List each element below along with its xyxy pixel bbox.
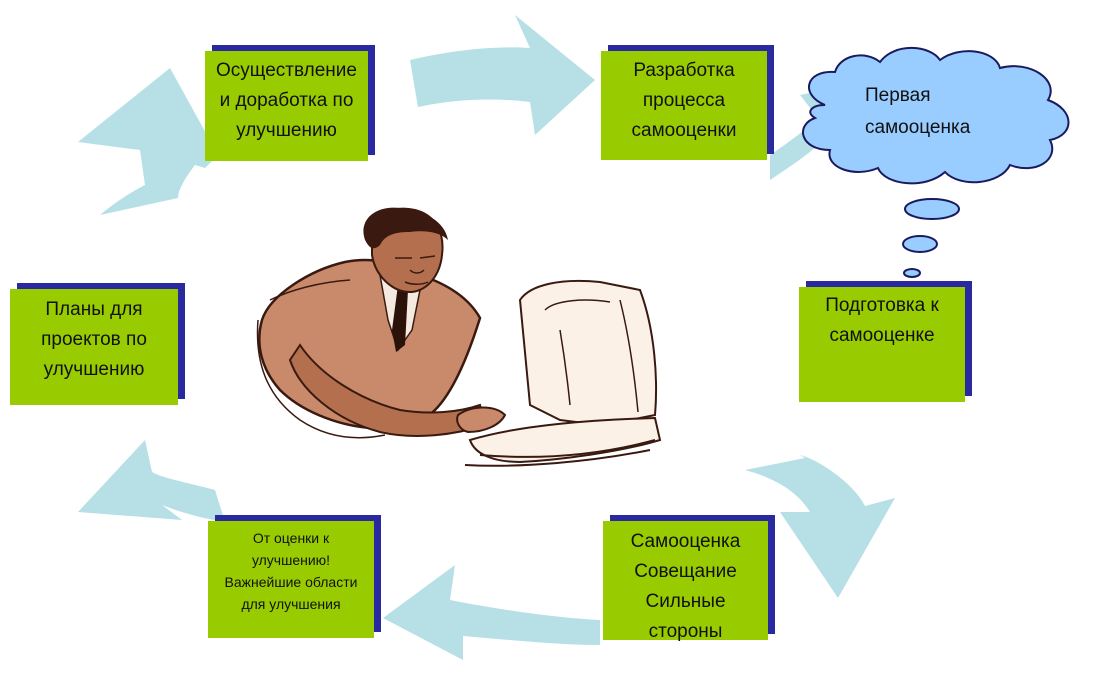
box-assessment-line-1: От оценки к [252,530,330,546]
box-implementation-line-3: улучшению [236,120,337,141]
box-development-line-3: самооценки [631,120,737,141]
box-development: Разработка процесса самооценки [601,51,767,160]
man-at-computer-picture [256,207,662,467]
arrow-lower-left [78,440,225,522]
box-plans-line-3: улучшению [43,359,145,380]
cloud-line-2: самооценка [865,117,971,138]
box-plans-line-2: проектов по [41,329,147,350]
box-development-line-1: Разработка [633,60,735,81]
cloud-line-1: Первая [865,85,931,106]
box-assessment-line-2: улучшению! [251,552,331,568]
monitor-screen-edge [544,299,639,413]
box-preparation-line-1: Подготовка к [825,295,939,316]
arrow-top [410,15,595,135]
box-implementation: Осуществление и доработка по улучшению [205,51,368,161]
face-detail [395,255,436,285]
thought-bubble-medium [902,235,938,253]
box-assessment-line-4: для улучшения [241,596,341,612]
monitor [518,279,658,427]
cloud-shape [802,46,1070,185]
tie [392,285,408,352]
box-assessment-line-3: Важнейшие области [224,574,358,590]
box-implementation-line-1: Осуществление [216,60,357,81]
box-development-line-2: процесса [642,90,726,111]
box-self-assessment-line-4: стороны [648,621,723,642]
box-self-assessment-line-1: Самооценка [630,531,741,552]
box-plans-line-1: Планы для [45,299,143,320]
arrow-lower-right [745,455,895,598]
arrow-bottom [383,565,600,660]
box-implementation-line-2: и доработка по [219,90,354,111]
box-preparation-line-2: самооценке [829,325,935,346]
thought-bubble-small [903,268,921,278]
box-assessment-to-improvement: От оценки к улучшению! Важнейшие области… [208,521,374,638]
cycle-arrows [78,15,895,660]
box-preparation: Подготовка к самооценке [799,287,965,402]
hair [363,207,448,249]
keyboard [468,416,662,464]
thought-bubble-large [904,198,960,220]
arrow-upper-left [78,68,218,215]
box-plans: Планы для проектов по улучшению [10,289,178,405]
thought-cloud [802,46,1070,278]
box-self-assessment: Самооценка Совещание Сильные стороны [603,521,768,642]
desk-line [464,439,656,467]
hand [456,406,507,434]
sketch-lines [256,279,386,439]
box-self-assessment-line-3: Сильные [645,591,726,612]
box-self-assessment-line-2: Совещание [634,561,737,582]
